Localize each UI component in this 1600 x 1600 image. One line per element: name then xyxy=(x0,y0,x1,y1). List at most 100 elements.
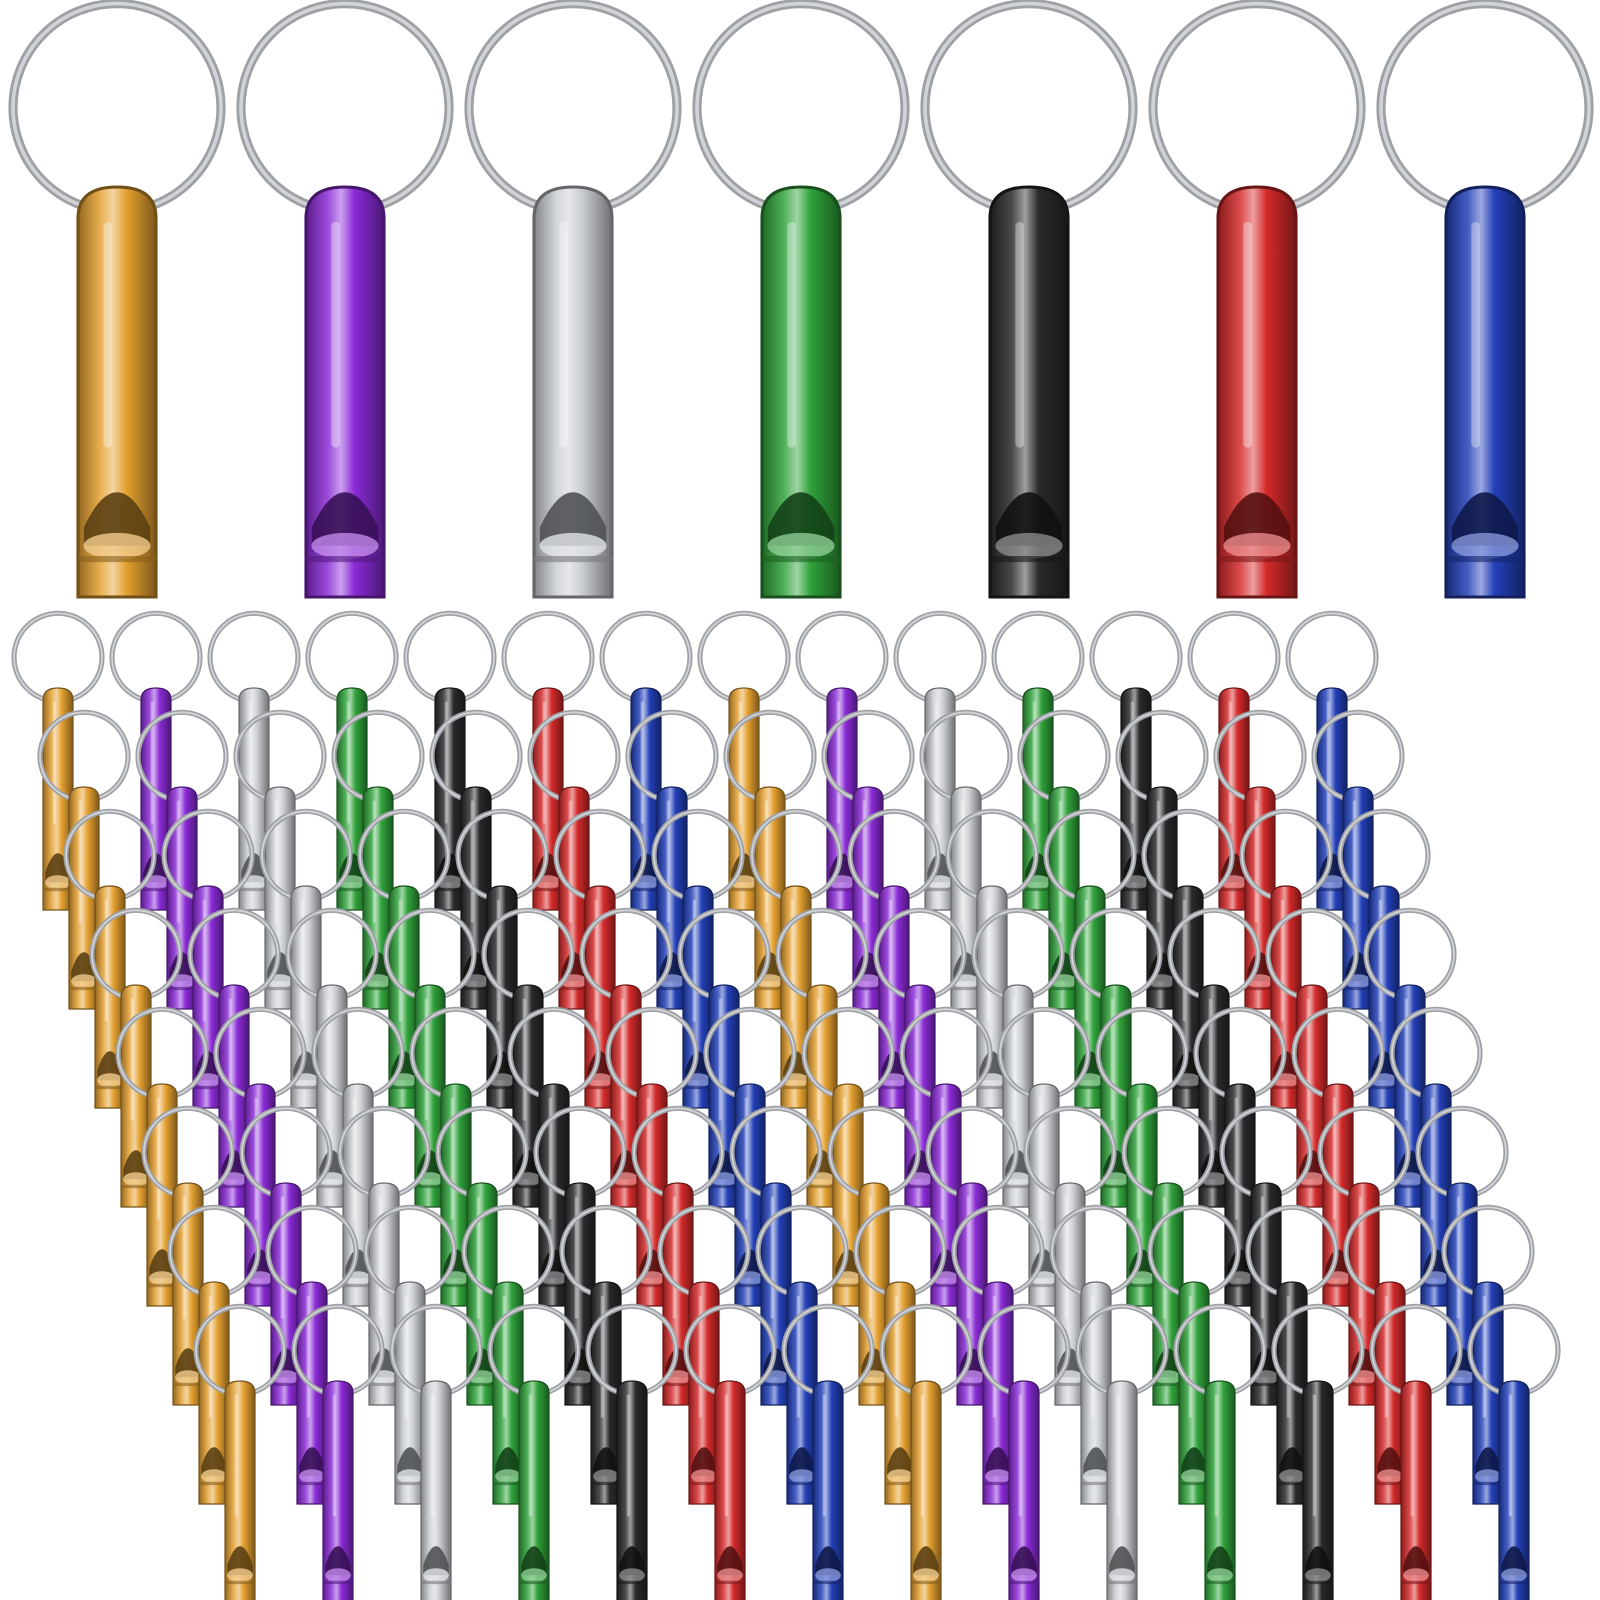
whistle-body xyxy=(1276,1281,1308,1505)
whistle-red xyxy=(1343,1204,1437,1505)
whistle-mouth xyxy=(593,1447,619,1477)
whistle-body xyxy=(1302,1380,1334,1600)
whistle-body xyxy=(714,1380,746,1600)
whistle-blue xyxy=(781,1303,875,1600)
whistle-blue xyxy=(1441,1204,1535,1505)
whistle-silver xyxy=(1075,1303,1169,1600)
whistle-mouth xyxy=(1451,492,1519,546)
whistle-mouth xyxy=(1011,1546,1037,1576)
whistle-silver xyxy=(919,709,1013,1010)
whistle-body xyxy=(884,1281,916,1505)
whistle-body xyxy=(760,185,842,599)
whistle-green xyxy=(692,0,910,599)
whistle-mouth xyxy=(201,1447,227,1477)
whistle-red xyxy=(657,1204,751,1505)
whistle-mouth xyxy=(1305,1546,1331,1576)
whistle-purple xyxy=(236,0,454,599)
whistle-body xyxy=(1080,1281,1112,1505)
whistle-body xyxy=(394,1281,426,1505)
whistle-body xyxy=(518,1380,550,1600)
whistle-purple xyxy=(265,1204,359,1505)
whistle-body xyxy=(616,1380,648,1600)
whistle-mouth xyxy=(495,1447,521,1477)
whistle-body xyxy=(910,1380,942,1600)
whistle-body xyxy=(1008,1380,1040,1600)
whistle-blue xyxy=(755,1204,849,1505)
whistle-body xyxy=(1498,1380,1530,1600)
whistle-blue xyxy=(1467,1303,1561,1600)
whistle-mouth xyxy=(539,492,607,546)
whistle-black xyxy=(455,808,549,1109)
whistle-mouth xyxy=(1501,1546,1527,1576)
whistle-mouth xyxy=(815,1546,841,1576)
whistle-body xyxy=(1178,1281,1210,1505)
whistle-body xyxy=(224,1380,256,1600)
whistle-black xyxy=(920,0,1138,599)
whistle-body xyxy=(590,1281,622,1505)
whistle-blue xyxy=(1285,610,1379,911)
whistle-black xyxy=(1245,1204,1339,1505)
whistle-purple xyxy=(847,808,941,1109)
whistle-red xyxy=(1148,0,1366,599)
whistle-purple xyxy=(977,1303,1071,1600)
whistle-mouth xyxy=(913,1546,939,1576)
whistle-mouth xyxy=(767,492,835,546)
whistle-body xyxy=(1400,1380,1432,1600)
whistle-body xyxy=(1106,1380,1138,1600)
whistle-green xyxy=(1173,1303,1267,1600)
whistle-mouth xyxy=(619,1546,645,1576)
whistle-purple xyxy=(291,1303,385,1600)
whistle-mouth xyxy=(789,1447,815,1477)
whistle-grid xyxy=(11,610,1561,1600)
whistle-black xyxy=(559,1204,653,1505)
whistle-mouth xyxy=(311,492,379,546)
whistle-body xyxy=(76,185,158,599)
whistle-mouth xyxy=(521,1546,547,1576)
whistle-mouth xyxy=(1181,1447,1207,1477)
whistle-mouth xyxy=(227,1546,253,1576)
whistle-mouth xyxy=(985,1447,1011,1477)
whistle-gold xyxy=(167,1204,261,1505)
whistle-body xyxy=(812,1380,844,1600)
whistle-body xyxy=(296,1281,328,1505)
whistle-mouth xyxy=(1279,1447,1305,1477)
whistle-mouth xyxy=(995,492,1063,546)
whistle-body xyxy=(688,1281,720,1505)
whistle-body xyxy=(1204,1380,1236,1600)
whistle-body xyxy=(420,1380,452,1600)
whistle-purple xyxy=(951,1204,1045,1505)
whistle-gold xyxy=(879,1303,973,1600)
whistle-mouth xyxy=(423,1546,449,1576)
whistle-mouth xyxy=(397,1447,423,1477)
whistle-silver xyxy=(1049,1204,1143,1505)
whistle-mouth xyxy=(691,1447,717,1477)
whistle-mouth xyxy=(1403,1546,1429,1576)
whistle-body xyxy=(1374,1281,1406,1505)
whistle-gold xyxy=(193,1303,287,1600)
whistle-body xyxy=(988,185,1070,599)
featured-whistle-row xyxy=(8,0,1594,599)
whistle-black xyxy=(1271,1303,1365,1600)
whistle-body xyxy=(532,185,614,599)
whistle-body xyxy=(1216,185,1298,599)
whistle-body xyxy=(982,1281,1014,1505)
whistle-body xyxy=(786,1281,818,1505)
whistle-blue xyxy=(1376,0,1594,599)
whistle-mouth xyxy=(717,1546,743,1576)
whistle-mouth xyxy=(83,492,151,546)
whistle-red xyxy=(1369,1303,1463,1600)
whistle-body xyxy=(1472,1281,1504,1505)
whistle-mouth xyxy=(299,1447,325,1477)
whistle-green xyxy=(357,808,451,1109)
whistle-green xyxy=(487,1303,581,1600)
whistle-body xyxy=(492,1281,524,1505)
whistle-mouth xyxy=(1207,1546,1233,1576)
whistle-mouth xyxy=(1377,1447,1403,1477)
whistle-green xyxy=(1147,1204,1241,1505)
whistle-body xyxy=(198,1281,230,1505)
whistle-silver xyxy=(389,1303,483,1600)
whistle-black xyxy=(585,1303,679,1600)
whistle-mouth xyxy=(1109,1546,1135,1576)
